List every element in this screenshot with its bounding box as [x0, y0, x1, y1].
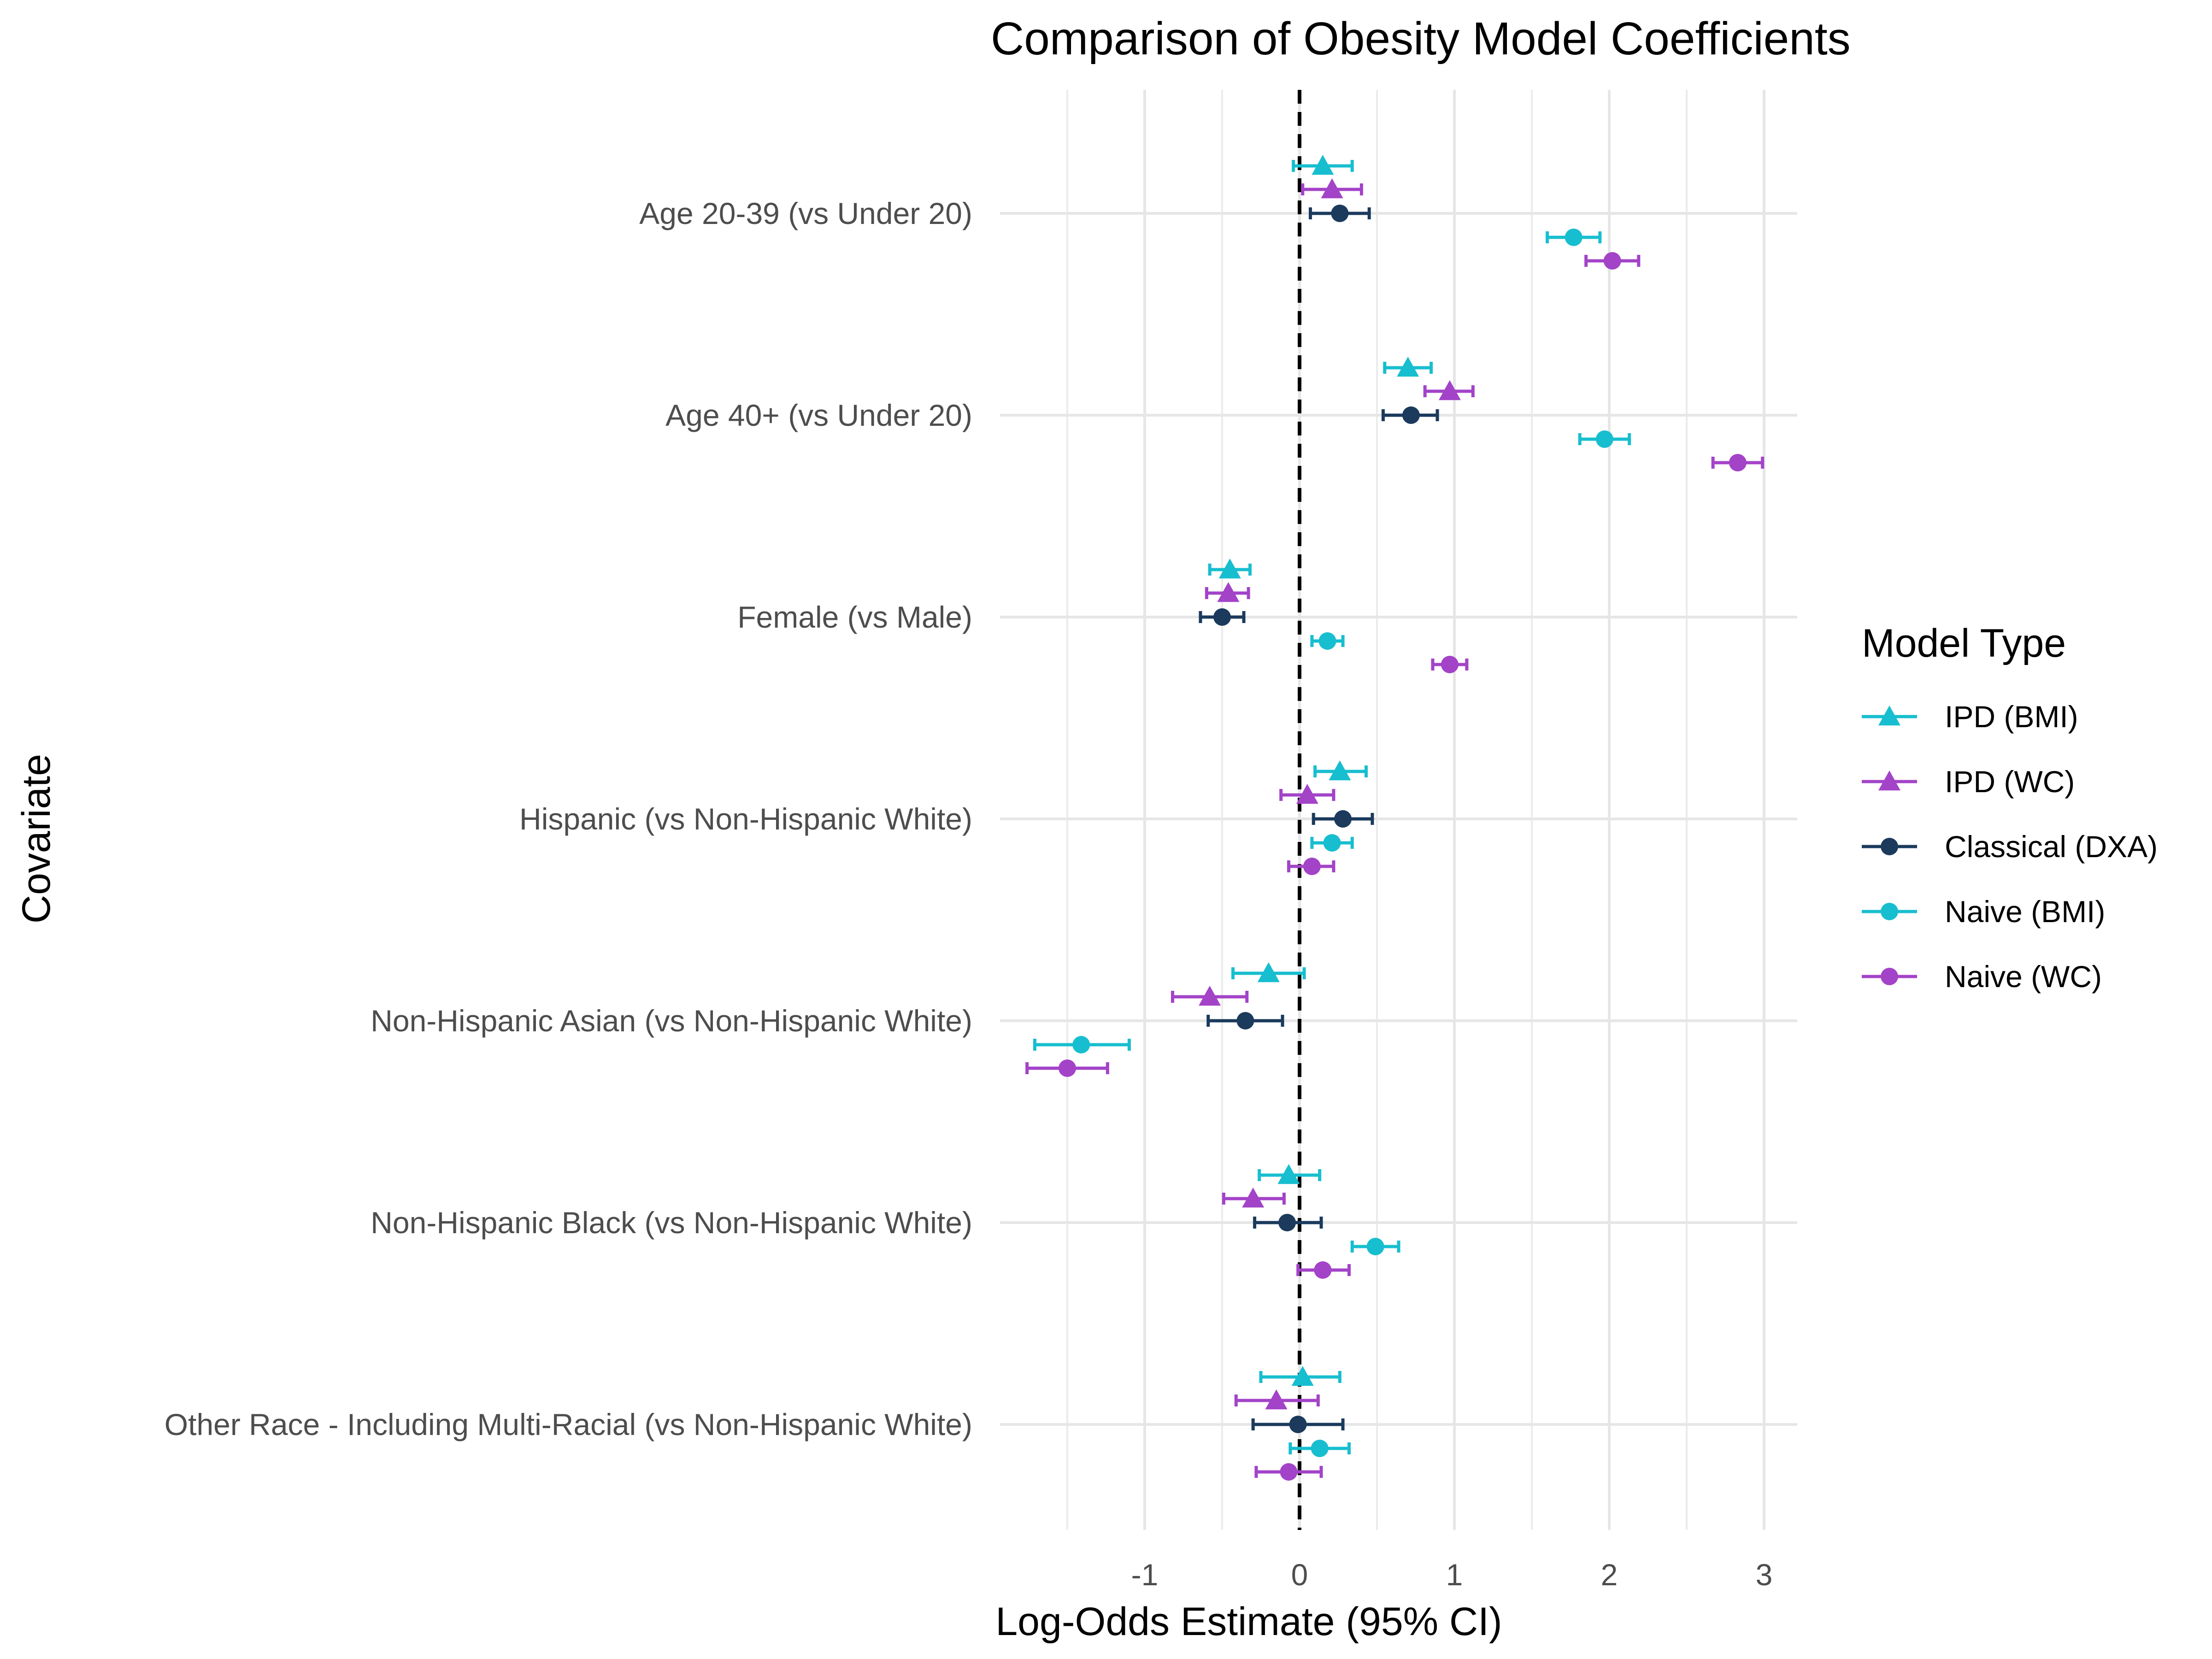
ipd-wc-point	[1321, 178, 1343, 199]
ipd-wc-point	[1242, 1188, 1265, 1208]
naive-wc-point	[1303, 858, 1321, 875]
ipd-bmi-point	[1257, 962, 1280, 982]
chart-title: Comparison of Obesity Model Coefficients	[991, 13, 1851, 65]
category-label: Hispanic (vs Non-Hispanic White)	[519, 802, 972, 836]
legend-item-ipd-wc: IPD (WC)	[1862, 765, 2075, 799]
category-label: Age 20-39 (vs Under 20)	[639, 196, 972, 230]
classical-dxa-point	[1236, 1012, 1254, 1030]
ipd-bmi-point	[1329, 760, 1351, 781]
ipd-wc-point	[1199, 986, 1221, 1006]
classical-dxa-point	[1213, 608, 1231, 626]
legend-item-naive-wc: Naive (WC)	[1862, 959, 2102, 994]
legend-item-naive-bmi: Naive (BMI)	[1862, 894, 2105, 929]
legend-key-point	[1878, 706, 1900, 726]
naive-wc-point	[1280, 1463, 1298, 1481]
naive-bmi-point	[1072, 1036, 1090, 1053]
classical-dxa-point	[1331, 205, 1349, 222]
naive-bmi-point	[1565, 229, 1583, 246]
legend-item-classical-dxa: Classical (DXA)	[1862, 830, 2158, 864]
x-tick-labels: -1 0 1 2 3	[1131, 1558, 1773, 1592]
legend-label: Naive (WC)	[1945, 959, 2102, 994]
ipd-bmi-point	[1397, 357, 1419, 377]
naive-bmi-point	[1323, 834, 1341, 852]
naive-wc-point	[1314, 1261, 1332, 1279]
naive-bmi-point	[1318, 632, 1336, 650]
category-label: Other Race - Including Multi-Racial (vs …	[165, 1407, 972, 1441]
legend-label: Classical (DXA)	[1945, 830, 2158, 864]
legend-key-point	[1881, 903, 1898, 920]
legend-key-point	[1881, 968, 1898, 985]
ipd-bmi-point	[1277, 1164, 1300, 1184]
legend-title: Model Type	[1862, 621, 2066, 665]
naive-wc-point	[1059, 1059, 1076, 1077]
series-naive-bmi	[1033, 229, 1631, 1457]
ipd-bmi-point	[1291, 1366, 1314, 1386]
ipd-bmi-point	[1218, 559, 1241, 579]
x-tick-label: 3	[1756, 1558, 1773, 1592]
classical-dxa-point	[1402, 406, 1420, 424]
ipd-wc-point	[1296, 784, 1318, 804]
x-tick-label: 2	[1601, 1558, 1618, 1592]
y-axis-title: Covariate	[14, 754, 59, 924]
classical-dxa-point	[1334, 810, 1352, 828]
x-tick-label: -1	[1131, 1558, 1159, 1592]
naive-wc-point	[1603, 252, 1621, 270]
ipd-wc-point	[1265, 1389, 1288, 1410]
x-tick-label: 0	[1291, 1558, 1308, 1592]
legend-label: IPD (WC)	[1945, 765, 2075, 799]
legend: Model Type IPD (BMI) IPD (WC) Classical (D…	[1862, 621, 2158, 994]
category-label: Non-Hispanic Black (vs Non-Hispanic Whit…	[371, 1206, 972, 1240]
naive-bmi-point	[1366, 1238, 1384, 1255]
x-tick-label: 1	[1446, 1558, 1463, 1592]
classical-dxa-point	[1289, 1416, 1307, 1433]
naive-bmi-point	[1595, 430, 1613, 448]
naive-bmi-point	[1311, 1440, 1329, 1457]
legend-label: Naive (BMI)	[1945, 894, 2105, 929]
legend-key-point	[1878, 771, 1900, 791]
category-label: Female (vs Male)	[737, 600, 972, 634]
minor-gridlines	[1066, 90, 1688, 1530]
category-labels: Age 20-39 (vs Under 20) Age 40+ (vs Under…	[165, 196, 972, 1441]
legend-item-ipd-bmi: IPD (BMI)	[1862, 700, 2078, 734]
legend-key-point	[1881, 838, 1898, 855]
legend-label: IPD (BMI)	[1945, 700, 2078, 734]
classical-dxa-point	[1278, 1214, 1296, 1231]
naive-wc-point	[1729, 454, 1747, 471]
category-label: Non-Hispanic Asian (vs Non-Hispanic Whit…	[371, 1004, 972, 1038]
ipd-wc-point	[1217, 582, 1240, 602]
plot-marks	[1025, 155, 1765, 1481]
category-label: Age 40+ (vs Under 20)	[665, 398, 972, 432]
series-classical-dxa	[1199, 205, 1439, 1433]
ipd-wc-point	[1438, 380, 1461, 400]
series-ipd-wc	[1171, 178, 1475, 1410]
ipd-bmi-point	[1312, 155, 1334, 175]
series-ipd-bmi	[1208, 155, 1433, 1386]
naive-wc-point	[1441, 656, 1459, 673]
x-axis-title: Log-Odds Estimate (95% CI)	[995, 1600, 1502, 1644]
series-naive-wc	[1025, 252, 1765, 1481]
